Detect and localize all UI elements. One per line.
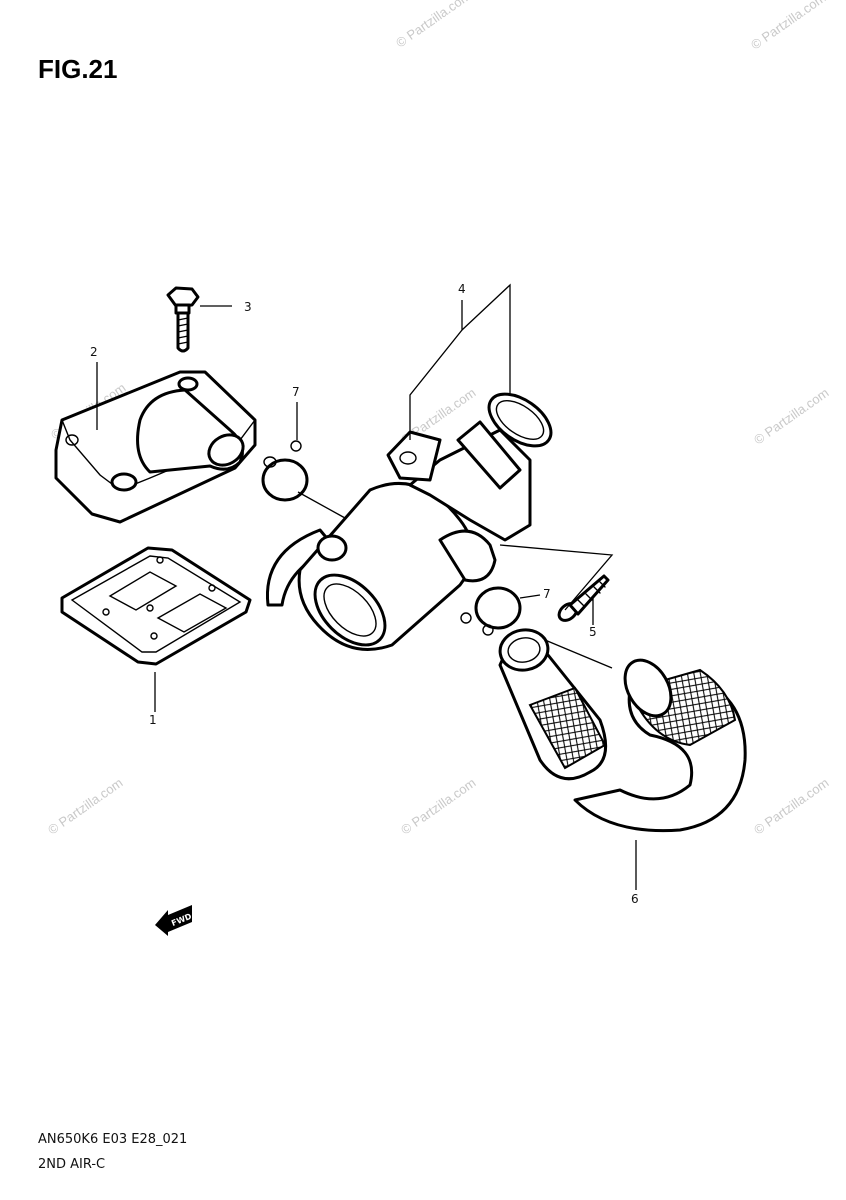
watermark: © Partzilla.com [45, 775, 125, 838]
callout-label[interactable]: 4 [458, 282, 466, 296]
front-arrow-icon: FWD [155, 905, 193, 936]
callout-label[interactable]: 6 [631, 892, 639, 906]
watermark: © Partzilla.com [398, 775, 478, 838]
figure-title: FIG.21 [38, 54, 117, 84]
leader-lines [96, 283, 637, 890]
reed-valve-cover[interactable] [54, 370, 257, 524]
figure-code: AN650K6 E03 E28_021 [38, 1132, 187, 1147]
watermark: © Partzilla.com [751, 775, 831, 838]
air-valve-assembly[interactable] [265, 384, 560, 659]
callout-label[interactable]: 7 [543, 587, 551, 601]
reed-valve-gasket[interactable] [60, 546, 252, 666]
watermark: © Partzilla.com [393, 0, 473, 50]
hose-clamp-upper[interactable] [261, 440, 309, 502]
watermark: © Partzilla.com [748, 0, 828, 52]
callout-label[interactable]: 2 [90, 345, 98, 359]
callout-label[interactable]: 3 [244, 300, 252, 314]
callout-label[interactable]: 1 [149, 713, 157, 727]
callout-label[interactable]: 5 [589, 625, 597, 639]
figure-name: 2ND AIR-C [38, 1157, 105, 1172]
tapping-screw[interactable] [556, 574, 610, 624]
callout-label[interactable]: 7 [292, 385, 300, 399]
watermark: © Partzilla.com [751, 385, 831, 448]
cover-bolt[interactable] [166, 286, 200, 353]
air-hose[interactable] [497, 626, 747, 833]
hose-clamp-lower[interactable] [460, 586, 522, 636]
